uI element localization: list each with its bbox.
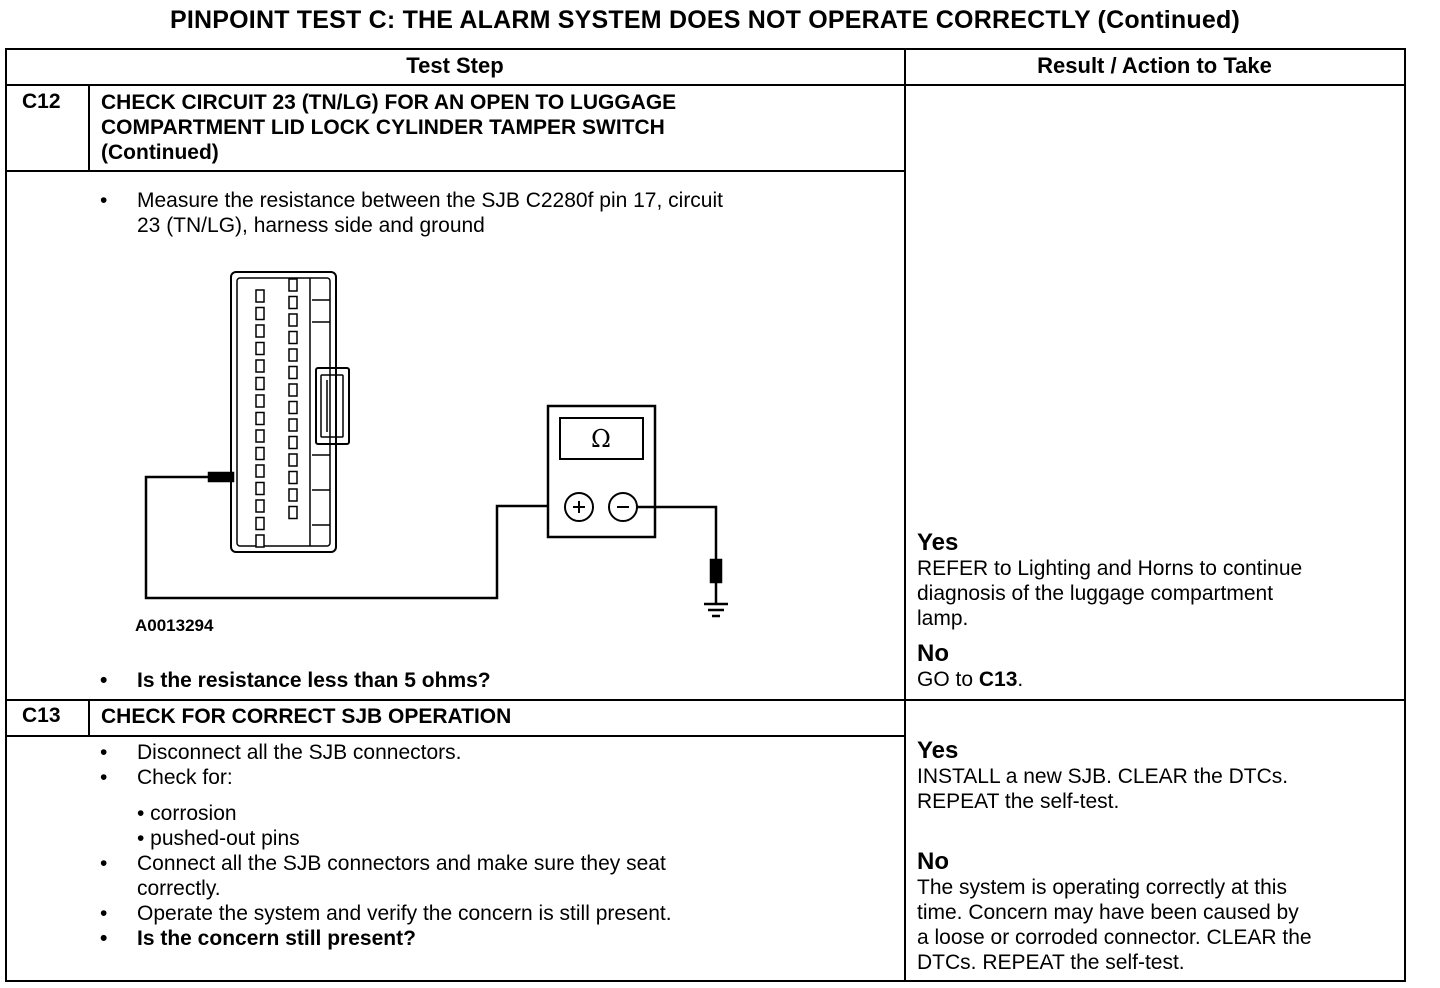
connector-pin (288, 295, 298, 310)
c12-step-measure: • Measure the resistance between the SJB… (100, 189, 723, 237)
c12-question: • Is the resistance less than 5 ohms? (100, 669, 491, 692)
connector-pin (288, 365, 298, 380)
step-title-c13: CHECK FOR CORRECT SJB OPERATION (101, 705, 512, 728)
connector-pin (255, 499, 265, 513)
connector-pin (288, 453, 298, 467)
probe-lead (144, 471, 564, 600)
connector-pin (255, 359, 265, 373)
connector-pin (288, 470, 298, 485)
connector-pin (288, 278, 298, 292)
step-title-c12: CHECK CIRCUIT 23 (TN/LG) FOR AN OPEN TO … (101, 91, 677, 164)
connector-pin (288, 435, 298, 450)
c13-step-connect: • Connect all the SJB connectors and mak… (100, 852, 666, 900)
c13-question: •Is the concern still present? (100, 927, 416, 950)
c13-result-no: No The system is operating correctly at … (917, 848, 1312, 975)
ohm-symbol: Ω (591, 425, 611, 453)
connector-pin (255, 446, 265, 461)
connector-pin (255, 429, 265, 443)
c13-sub-corrosion: • corrosion (137, 802, 237, 825)
connector-pin (288, 383, 298, 397)
connector-pin (255, 534, 265, 548)
c13-step-operate: •Operate the system and verify the conce… (100, 902, 672, 925)
header-result: Result / Action to Take (1037, 53, 1272, 78)
c13-step-check: •Check for: (100, 766, 233, 789)
connector-pin (255, 289, 265, 303)
connector-diagram: Ω (144, 271, 728, 618)
figure-id: A0013294 (135, 616, 214, 635)
c13-result-yes: Yes INSTALL a new SJB. CLEAR the DTCs. R… (917, 737, 1289, 814)
connector-pin (255, 324, 265, 338)
connector-pin (288, 313, 298, 327)
connector-pin (288, 505, 298, 520)
connector-pin (255, 411, 265, 426)
page-title: PINPOINT TEST C: THE ALARM SYSTEM DOES N… (170, 6, 1240, 34)
connector-pin (288, 418, 298, 432)
connector-pin (255, 394, 265, 408)
connector-pin (288, 330, 298, 345)
connector-pin (255, 516, 265, 531)
step-id-c12: C12 (22, 90, 61, 113)
ground-lead (637, 505, 728, 618)
connector-pin (288, 488, 298, 502)
connector-pin (255, 481, 265, 496)
c13-step-disconnect: •Disconnect all the SJB connectors. (100, 741, 462, 764)
connector-pin (255, 341, 265, 356)
sjb-connector (230, 271, 350, 553)
step-id-c13: C13 (22, 704, 61, 727)
c12-result-no: No GO to C13. (917, 640, 1024, 692)
connector-pin (255, 376, 265, 391)
connector-pins-left (255, 289, 265, 548)
multimeter (546, 404, 657, 539)
connector-pin (255, 464, 265, 478)
c12-result-yes: Yes REFER to Lighting and Horns to conti… (917, 529, 1303, 631)
header-test-step: Test Step (406, 53, 504, 78)
connector-pin (288, 348, 298, 362)
connector-pin (288, 400, 298, 415)
connector-pins-right (288, 278, 298, 520)
connector-pin (255, 306, 265, 321)
c13-sub-pins: • pushed-out pins (137, 827, 300, 850)
